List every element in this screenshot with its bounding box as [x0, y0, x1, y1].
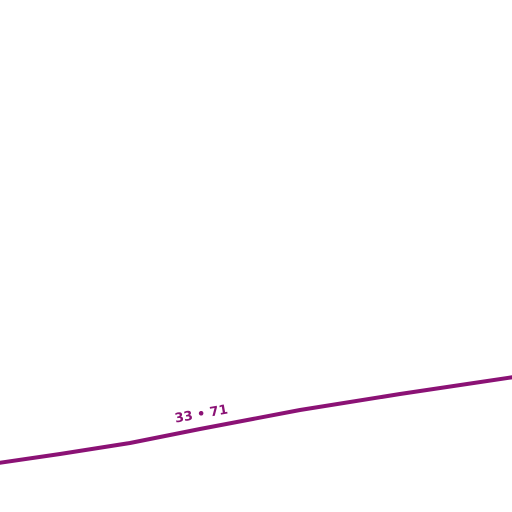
road-route-label: 33 • 71	[174, 403, 229, 427]
road-line[interactable]	[0, 375, 512, 465]
